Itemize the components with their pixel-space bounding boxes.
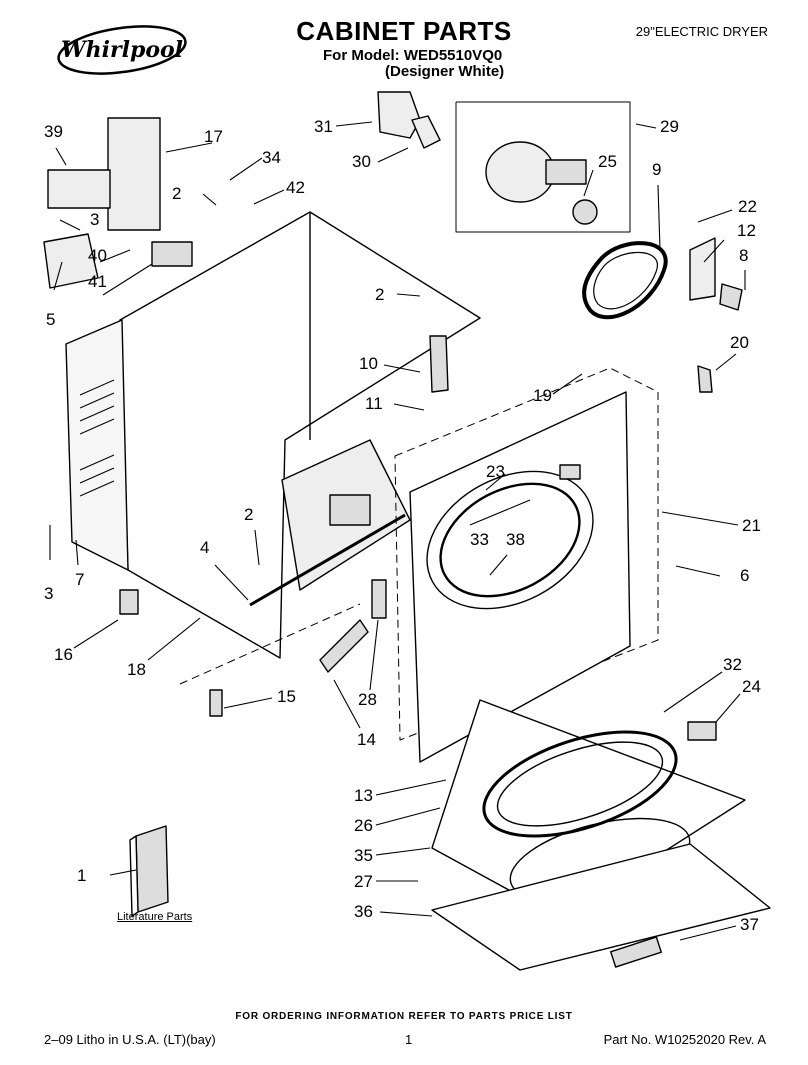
callout-19: 19 xyxy=(533,386,552,405)
callout-30: 30 xyxy=(352,152,371,171)
toe-panel-clip xyxy=(610,936,662,968)
callout-2: 2 xyxy=(375,285,385,304)
literature-booklet xyxy=(135,825,169,913)
callout-35: 35 xyxy=(354,846,373,865)
drive-belt xyxy=(582,241,668,320)
door-switch xyxy=(429,335,449,393)
callout-2: 2 xyxy=(244,505,254,524)
callout-3: 3 xyxy=(44,584,54,603)
callout-29: 29 xyxy=(660,117,679,136)
drive-motor xyxy=(485,141,555,203)
toe-panel xyxy=(431,843,771,971)
part-number: Part No. W10252020 Rev. A xyxy=(603,1032,766,1047)
motor-mount xyxy=(377,91,421,139)
callout-15: 15 xyxy=(277,687,296,706)
callout-3: 3 xyxy=(90,210,100,229)
panel-clip xyxy=(209,689,223,717)
whirlpool-logo: Whirlpool xyxy=(56,24,188,76)
callout-8: 8 xyxy=(739,246,749,265)
callout-28: 28 xyxy=(358,690,377,709)
callout-11: 11 xyxy=(365,394,383,413)
ordering-info: FOR ORDERING INFORMATION REFER TO PARTS … xyxy=(235,1011,573,1022)
callout-33: 33 xyxy=(470,530,489,549)
callout-10: 10 xyxy=(359,354,378,373)
litho-info: 2–09 Litho in U.S.A. (LT)(bay) xyxy=(44,1032,216,1047)
callout-37: 37 xyxy=(740,915,759,934)
idler-pulley xyxy=(572,199,598,225)
callout-22: 22 xyxy=(738,197,757,216)
callout-36: 36 xyxy=(354,902,373,921)
callout-9: 9 xyxy=(652,160,662,179)
callout-16: 16 xyxy=(54,645,73,664)
callout-32: 32 xyxy=(723,655,742,674)
callout-7: 7 xyxy=(75,570,85,589)
callout-20: 20 xyxy=(730,333,749,352)
callout-12: 12 xyxy=(737,221,756,240)
model-line: For Model: WED5510VQ0 xyxy=(323,47,503,64)
callout-41: 41 xyxy=(88,272,107,291)
terminal-block xyxy=(151,241,193,267)
callout-6: 6 xyxy=(740,566,750,585)
callout-23: 23 xyxy=(486,462,505,481)
cabinet-side-panel xyxy=(65,319,129,571)
callout-4: 4 xyxy=(200,538,210,557)
latch-strike xyxy=(687,721,717,741)
callout-42: 42 xyxy=(286,178,305,197)
door-spring xyxy=(319,619,369,673)
drum-light xyxy=(697,365,713,393)
callout-39: 39 xyxy=(44,122,63,141)
drum-opening xyxy=(426,470,594,610)
callout-21: 21 xyxy=(742,516,761,535)
page-number: 1 xyxy=(405,1032,413,1047)
callout-18: 18 xyxy=(127,660,146,679)
color-line: (Designer White) xyxy=(385,63,505,80)
rear-rail xyxy=(249,513,406,607)
callout-2: 2 xyxy=(172,184,182,203)
page-title: CABINET PARTS xyxy=(296,16,512,46)
callout-38: 38 xyxy=(506,530,525,549)
callout-27: 27 xyxy=(354,872,373,891)
callout-14: 14 xyxy=(357,730,376,749)
front-panel xyxy=(409,391,631,763)
callout-34: 34 xyxy=(262,148,281,167)
leveling-leg xyxy=(119,589,139,615)
callout-26: 26 xyxy=(354,816,373,835)
knob xyxy=(719,283,743,311)
belt-switch-bracket xyxy=(689,237,716,301)
callout-5: 5 xyxy=(46,310,56,329)
control-bracket xyxy=(107,117,161,231)
product-type: 29"ELECTRIC DRYER xyxy=(635,24,768,39)
drum-seal xyxy=(482,730,678,838)
terminal-cover xyxy=(43,233,99,289)
callout-1: 1 xyxy=(77,866,87,885)
callout-17: 17 xyxy=(204,127,223,146)
felt-seal xyxy=(439,482,581,598)
callout-13: 13 xyxy=(354,786,373,805)
control-switches xyxy=(47,169,111,209)
callout-40: 40 xyxy=(88,246,107,265)
literature-parts-label: Literature Parts xyxy=(117,911,193,923)
door-hinge xyxy=(371,579,387,619)
brand-text: Whirlpool xyxy=(61,37,183,63)
callout-24: 24 xyxy=(742,677,761,696)
callout-25: 25 xyxy=(598,152,617,171)
callout-31: 31 xyxy=(314,117,333,136)
